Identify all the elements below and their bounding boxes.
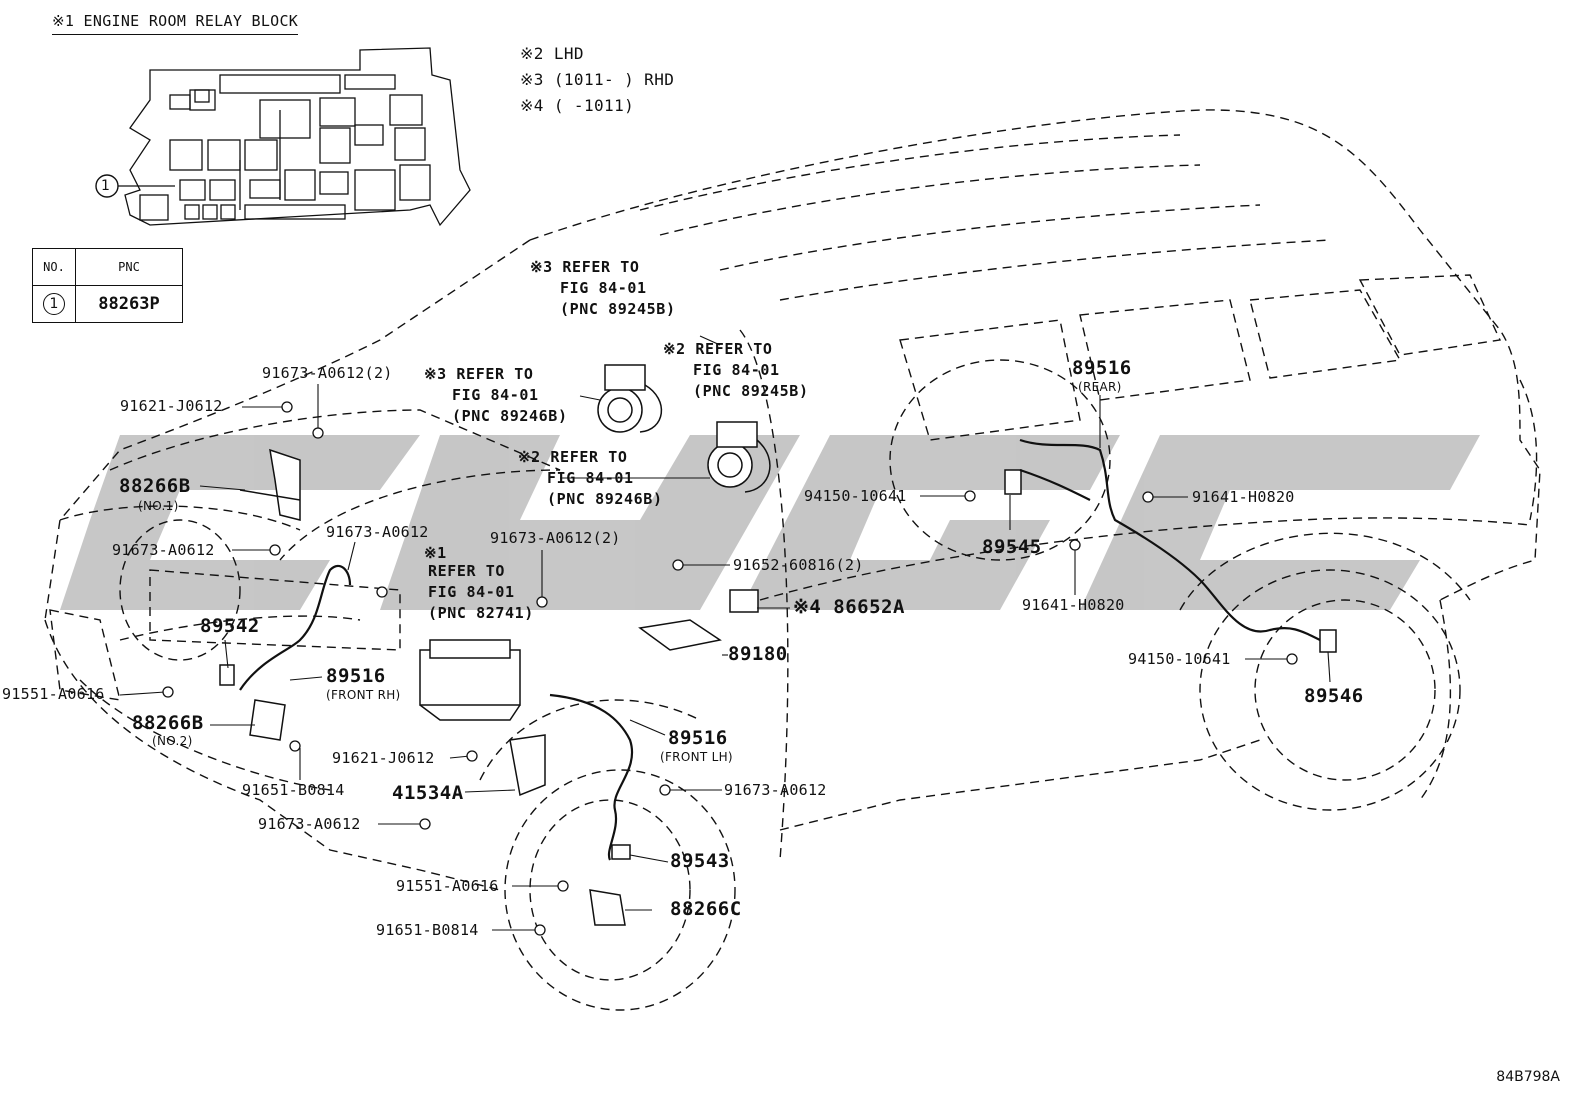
relay-block-title: ※1 ENGINE ROOM RELAY BLOCK [52,12,299,35]
pnc-header-no: NO. [32,248,76,286]
ref-2-line2: FIG 84-01 [693,361,780,379]
part-89516-rear-sub: (REAR) [1078,380,1122,394]
part-89516-front-rh-sub: (FRONT RH) [326,688,401,702]
ref-1-line2: FIG 84-01 [560,279,647,297]
pnc-header-pnc: PNC [75,248,183,286]
ref-3-line2: FIG 84-01 [452,386,539,404]
part-91673-a0612-lower-left: 91673-A0612 [258,815,361,833]
part-91621-j0612-lower: 91621-J0612 [332,749,435,767]
fasteners [162,401,1298,936]
ref-5-line2: REFER TO [428,562,506,580]
part-86652a: ※4 86652A [793,596,905,618]
part-91551-a0616-left: 91551-A0616 [2,685,105,703]
part-88266b-no2: 88266B [132,712,204,734]
part-91652-60816: 91652-60816(2) [733,556,864,574]
pnc-row-value: 88263P [75,285,183,323]
part-91621-j0612-top: 91621-J0612 [120,397,223,415]
part-89516-front-lh: 89516 [668,727,728,749]
components [219,364,1337,926]
note-date: ※4 ( -1011) [520,96,635,115]
ref-4-line1: ※2 REFER TO [518,448,628,466]
part-91673-a0612-2-center: 91673-A0612(2) [490,529,621,547]
figure-code: 84B798A [1496,1069,1560,1085]
part-41534a: 41534A [392,782,464,804]
relay-block-drawing [124,47,471,227]
part-94150-10641-lower: 94150-10641 [1128,650,1231,668]
part-91673-a0612-lower-right: 91673-A0612 [724,781,827,799]
part-89542: 89542 [200,615,260,637]
part-89546: 89546 [1304,685,1364,707]
part-89543: 89543 [670,850,730,872]
part-91651-b0814-lower: 91651-B0814 [376,921,479,939]
relay-callout-number: 1 [101,178,111,194]
part-91673-a0612-2-top: 91673-A0612(2) [262,364,393,382]
watermark-logo [60,435,1480,610]
part-89516-front-rh: 89516 [326,665,386,687]
ref-4-line3: (PNC 89246B) [547,490,663,508]
part-91673-a0612-left: 91673-A0612 [112,541,215,559]
wire-harness [239,438,1321,861]
part-91641-h0820-right: 91641-H0820 [1192,488,1295,506]
ref-2-line1: ※2 REFER TO [663,340,773,358]
ref-3-line3: (PNC 89246B) [452,407,568,425]
part-91641-h0820-lower: 91641-H0820 [1022,596,1125,614]
part-94150-10641-upper: 94150-10641 [804,487,907,505]
ref-5-line3: FIG 84-01 [428,583,515,601]
part-89545: 89545 [982,536,1042,558]
part-89516-front-lh-sub: (FRONT LH) [660,750,733,764]
part-89516-rear: 89516 [1072,357,1132,379]
ref-4-line2: FIG 84-01 [547,469,634,487]
part-89180: 89180 [728,643,788,665]
ref-1-line3: (PNC 89245B) [560,300,676,318]
leader-lines [119,335,1331,931]
note-rhd: ※3 (1011- ) RHD [520,70,675,89]
ref-2-line3: (PNC 89245B) [693,382,809,400]
vehicle-outline [44,109,1541,1011]
pnc-table: NO. PNC 1 88263P [32,248,183,323]
ref-5-line4: (PNC 82741) [428,604,534,622]
ref-5-line1: ※1 [424,544,447,562]
part-91673-a0612-upper: 91673-A0612 [326,523,429,541]
part-88266b-no1: 88266B [119,475,191,497]
part-91651-b0814-left: 91651-B0814 [242,781,345,799]
pnc-row-no: 1 [32,285,76,323]
note-lhd: ※2 LHD [520,44,584,63]
part-91551-a0616-lower: 91551-A0616 [396,877,499,895]
part-88266b-no1-sub: (NO.1) [138,499,179,513]
ref-1-line1: ※3 REFER TO [530,258,640,276]
ref-3-line1: ※3 REFER TO [424,365,534,383]
part-88266c: 88266C [670,898,742,920]
part-88266b-no2-sub: (NO.2) [152,734,193,748]
